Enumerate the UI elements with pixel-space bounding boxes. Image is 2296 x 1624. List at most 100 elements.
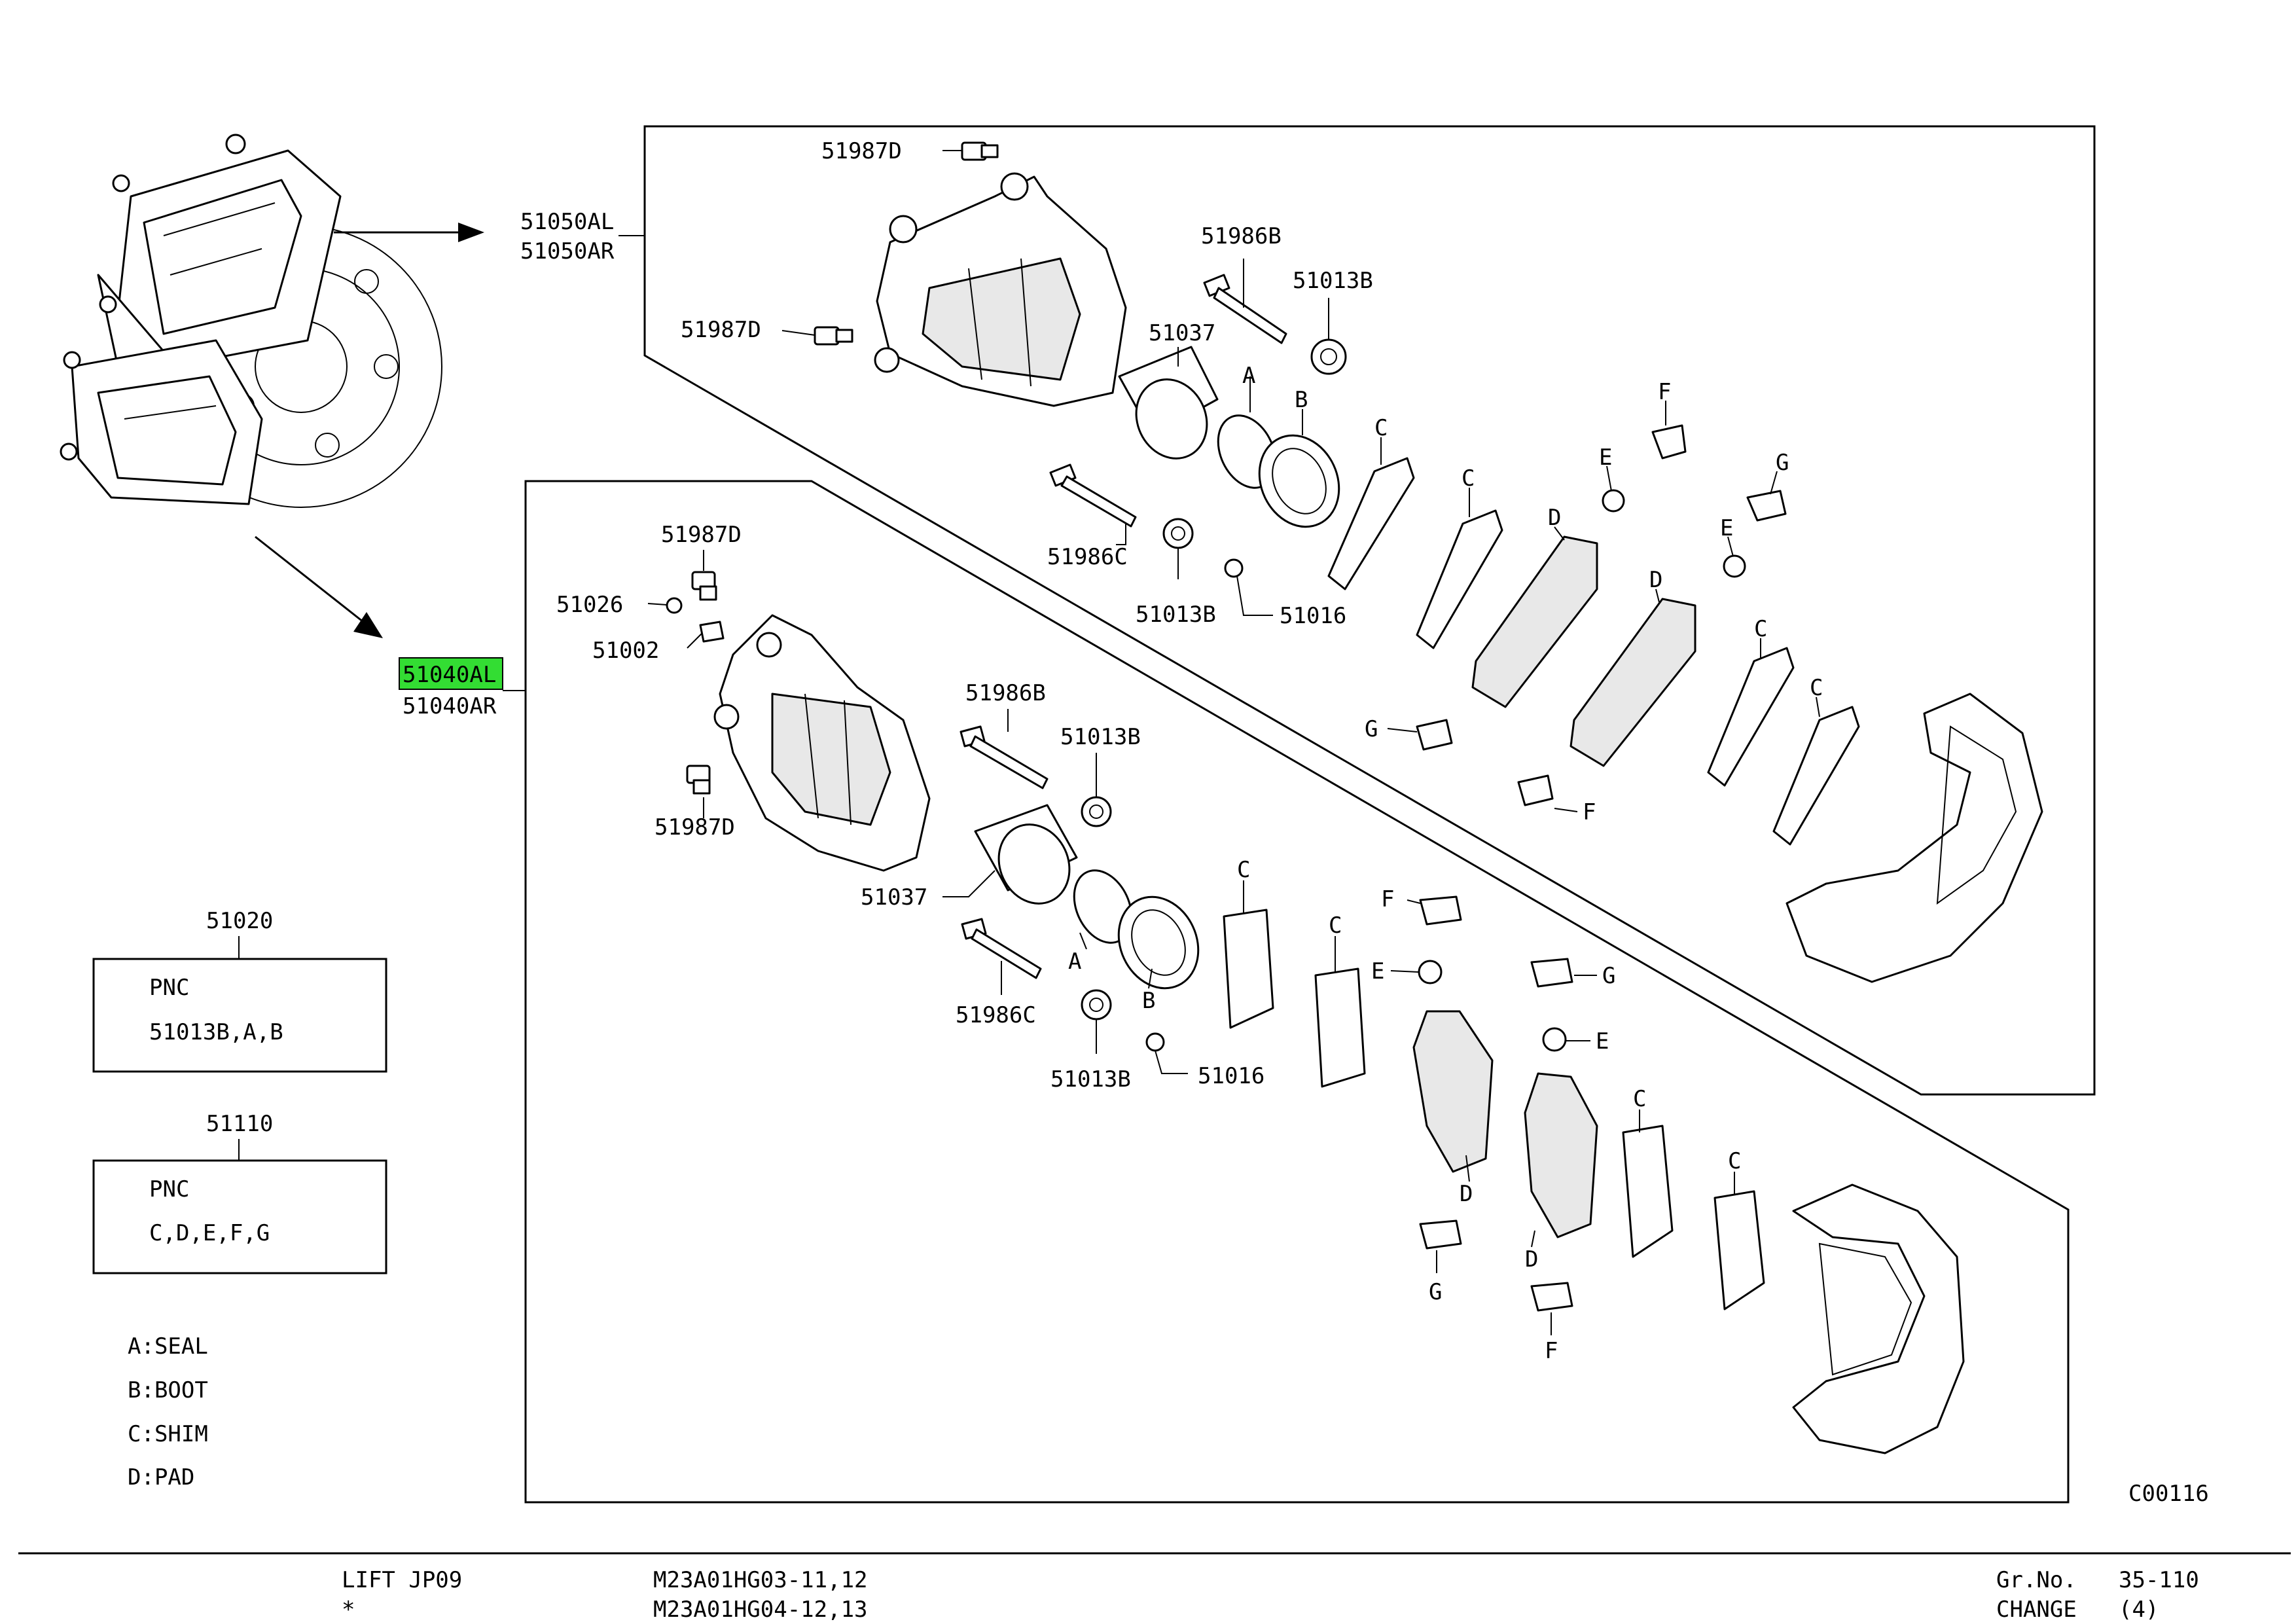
callout-F-lower-4[interactable]: F xyxy=(1545,1338,1558,1364)
callout-D-upper-2[interactable]: D xyxy=(1649,567,1662,593)
upper-clip-E2 xyxy=(1723,554,1746,578)
callout-C-lower-6[interactable]: C xyxy=(1329,912,1342,939)
footer-asterisk: * xyxy=(342,1597,355,1623)
upper-bleeder-bolt-top xyxy=(961,141,999,161)
upper-clip-G2 xyxy=(1416,719,1453,751)
callout-C-lower-8[interactable]: C xyxy=(1728,1148,1741,1174)
lower-clip-G3 xyxy=(1530,958,1573,988)
callout-E-lower-3[interactable]: E xyxy=(1371,958,1384,984)
callout-51037-lower[interactable]: 51037 xyxy=(861,884,927,911)
lower-clip-F4 xyxy=(1530,1282,1573,1312)
callout-51986B-upper[interactable]: 51986B xyxy=(1201,223,1282,249)
callout-51016-upper[interactable]: 51016 xyxy=(1280,603,1346,629)
callout-C-upper-3[interactable]: C xyxy=(1754,616,1767,642)
lower-guide-pin-51986B xyxy=(960,725,1049,789)
callout-C-upper-1[interactable]: C xyxy=(1374,415,1388,441)
callout-51016-lower[interactable]: 51016 xyxy=(1198,1063,1265,1089)
callout-F-upper-2[interactable]: F xyxy=(1583,799,1596,825)
footer-gr-label: Gr.No. xyxy=(1996,1567,2077,1593)
callout-F-upper-1[interactable]: F xyxy=(1658,379,1671,405)
callout-51986C-lower[interactable]: 51986C xyxy=(956,1002,1036,1028)
pnc-box-51110-line1: PNC xyxy=(149,1176,189,1202)
callout-A-upper[interactable]: A xyxy=(1242,363,1255,389)
leader-lines xyxy=(238,150,1820,1335)
upper-shim-c4 xyxy=(1772,706,1860,846)
callout-D-lower-3[interactable]: D xyxy=(1460,1181,1473,1207)
callout-F-lower-3[interactable]: F xyxy=(1381,886,1394,912)
callout-C-upper-2[interactable]: C xyxy=(1462,465,1475,492)
callout-B-upper[interactable]: B xyxy=(1295,387,1308,413)
callout-G-upper-1[interactable]: G xyxy=(1776,450,1789,476)
footer: LIFT JP09 * M23A01HG03-11,12 M23A01HG04-… xyxy=(342,1567,2199,1623)
lower-clip-G4 xyxy=(1419,1219,1462,1250)
lower-clip-E4 xyxy=(1542,1027,1567,1052)
callout-E-lower-4[interactable]: E xyxy=(1596,1028,1609,1055)
upper-caliper-body xyxy=(874,172,1127,407)
callout-G-lower-3[interactable]: G xyxy=(1602,963,1615,989)
upper-assembly-outline xyxy=(643,125,2096,1096)
callout-51986C-upper[interactable]: 51986C xyxy=(1047,544,1128,570)
upper-bushing-51013B-b xyxy=(1162,518,1194,549)
upper-piston-51037 xyxy=(1118,346,1219,460)
upper-torque-plate xyxy=(1785,693,2043,983)
callout-51026[interactable]: 51026 xyxy=(556,592,623,618)
lower-piston-51037 xyxy=(974,804,1078,905)
lower-bushing-51013B-c xyxy=(1081,796,1112,827)
callout-51013B-upper-a[interactable]: 51013B xyxy=(1293,268,1373,294)
upper-clip-G1 xyxy=(1746,490,1787,522)
illustration-code: C00116 xyxy=(2128,1481,2209,1507)
callout-D-lower-4[interactable]: D xyxy=(1525,1246,1538,1272)
pnc-box-51020-line2: 51013B,A,B xyxy=(149,1019,283,1045)
legend-item-pad: D:PAD xyxy=(128,1464,194,1490)
callout-51987D-upper-top[interactable]: 51987D xyxy=(821,138,902,164)
upper-clip-F1 xyxy=(1651,424,1687,460)
callout-B-lower[interactable]: B xyxy=(1142,988,1155,1014)
upper-shim-c1 xyxy=(1327,457,1415,590)
lower-assembly-outline xyxy=(524,480,2070,1504)
callout-G-lower-4[interactable]: G xyxy=(1429,1279,1442,1305)
overview-arrows xyxy=(255,223,484,638)
callout-D-upper-1[interactable]: D xyxy=(1548,505,1561,531)
callout-51013B-lower-c[interactable]: 51013B xyxy=(1060,724,1141,750)
callout-51987D-upper-side[interactable]: 51987D xyxy=(681,317,761,343)
lower-guide-pin-51986C xyxy=(961,918,1042,979)
pnc-box-51110-line2: C,D,E,F,G xyxy=(149,1220,270,1246)
callout-E-upper-1[interactable]: E xyxy=(1599,444,1612,471)
footer-gr-value: 35-110 xyxy=(2119,1567,2199,1593)
pnc-box-51020-number[interactable]: 51020 xyxy=(206,908,273,934)
callout-51013B-upper-b[interactable]: 51013B xyxy=(1136,602,1216,628)
callout-G-upper-2[interactable]: G xyxy=(1365,716,1378,742)
pnc-box-51020: 51020 PNC 51013B,A,B xyxy=(92,908,387,1073)
legend-item-boot: B:BOOT xyxy=(128,1377,208,1403)
callout-51050AL[interactable]: 51050AL xyxy=(520,209,614,235)
callout-51013B-lower-d[interactable]: 51013B xyxy=(1050,1066,1131,1092)
lower-bleeder-bolt-top xyxy=(691,571,717,601)
callout-51050AR[interactable]: 51050AR xyxy=(520,238,615,264)
callout-51986B-lower[interactable]: 51986B xyxy=(965,680,1046,706)
lower-cap-51016 xyxy=(1145,1032,1165,1052)
callout-51987D-lower-top[interactable]: 51987D xyxy=(661,522,742,548)
callout-labels: 51987D 51050AL 51050AR 51987D 51986B 510… xyxy=(399,138,1823,1364)
callout-51987D-lower-side[interactable]: 51987D xyxy=(655,814,735,840)
footer-lift: LIFT JP09 xyxy=(342,1567,462,1593)
upper-cap-51016 xyxy=(1224,558,1244,578)
footer-model-2: M23A01HG04-12,13 xyxy=(653,1597,868,1623)
footer-change-label: CHANGE xyxy=(1996,1597,2077,1623)
callout-E-upper-2[interactable]: E xyxy=(1720,515,1733,541)
lower-caliper-body xyxy=(713,614,931,872)
callout-C-upper-4[interactable]: C xyxy=(1810,675,1823,701)
pnc-box-51110-number[interactable]: 51110 xyxy=(206,1111,273,1137)
overview-brake-assembly xyxy=(60,134,442,508)
callout-51037-upper[interactable]: 51037 xyxy=(1149,320,1215,346)
callout-C-lower-7[interactable]: C xyxy=(1633,1086,1646,1112)
upper-shim-c2 xyxy=(1416,509,1503,649)
upper-bleeder-bolt-side xyxy=(814,326,853,346)
callout-51040AR[interactable]: 51040AR xyxy=(403,693,497,719)
callout-C-lower-5[interactable]: C xyxy=(1237,857,1250,883)
callout-A-lower[interactable]: A xyxy=(1068,948,1081,975)
footer-model-1: M23A01HG03-11,12 xyxy=(653,1567,868,1593)
callout-51002[interactable]: 51002 xyxy=(592,638,659,664)
lower-bleeder-bolt-side xyxy=(686,765,711,795)
lower-shim-c6 xyxy=(1314,967,1366,1088)
callout-51040AL[interactable]: 51040AL xyxy=(403,662,496,688)
